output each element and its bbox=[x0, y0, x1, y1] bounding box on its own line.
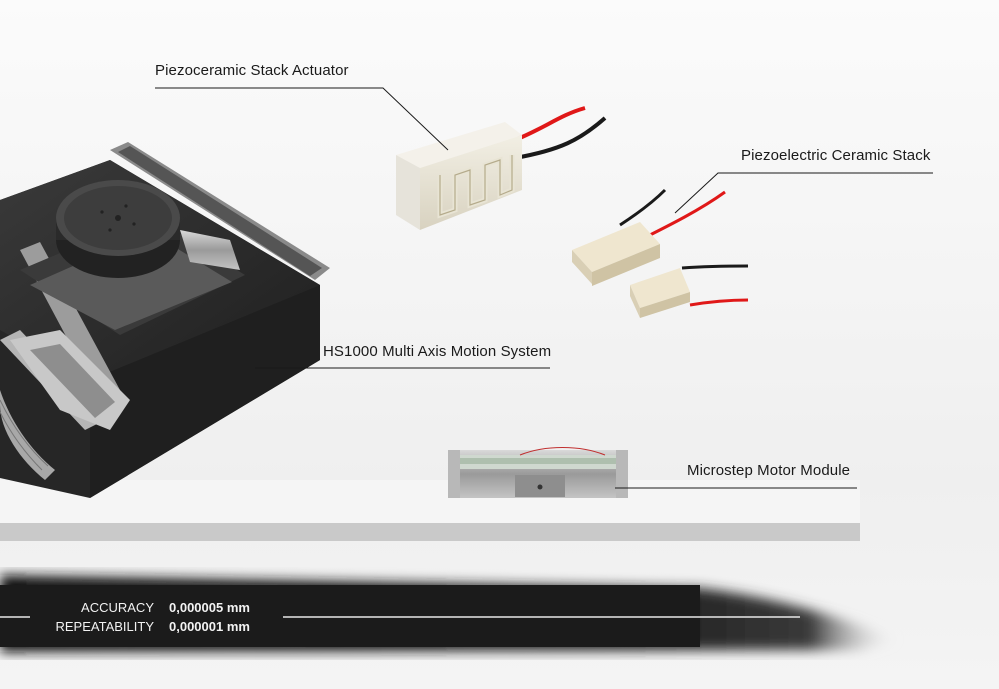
spec-repeatability-label: REPEATABILITY bbox=[55, 619, 155, 634]
spec-accuracy-value: 0,000005 mm bbox=[169, 600, 250, 615]
motion-system-image bbox=[0, 142, 330, 498]
stack-actuator-image bbox=[396, 106, 607, 230]
callout-motor-module: Microstep Motor Module bbox=[687, 462, 851, 479]
callout-stack-actuator: Piezoceramic Stack Actuator bbox=[155, 62, 349, 79]
floor-shadow bbox=[0, 575, 900, 652]
callout-lines bbox=[155, 87, 933, 489]
motor-module-image bbox=[448, 447, 628, 498]
spec-repeatability-value: 0,000001 mm bbox=[169, 619, 250, 634]
spec-accuracy-label: ACCURACY bbox=[81, 600, 154, 615]
ceramic-stack-image bbox=[572, 188, 749, 318]
callout-motion-system: HS1000 Multi Axis Motion System bbox=[323, 343, 552, 360]
callout-ceramic-stack: Piezoelectric Ceramic Stack bbox=[741, 147, 931, 164]
